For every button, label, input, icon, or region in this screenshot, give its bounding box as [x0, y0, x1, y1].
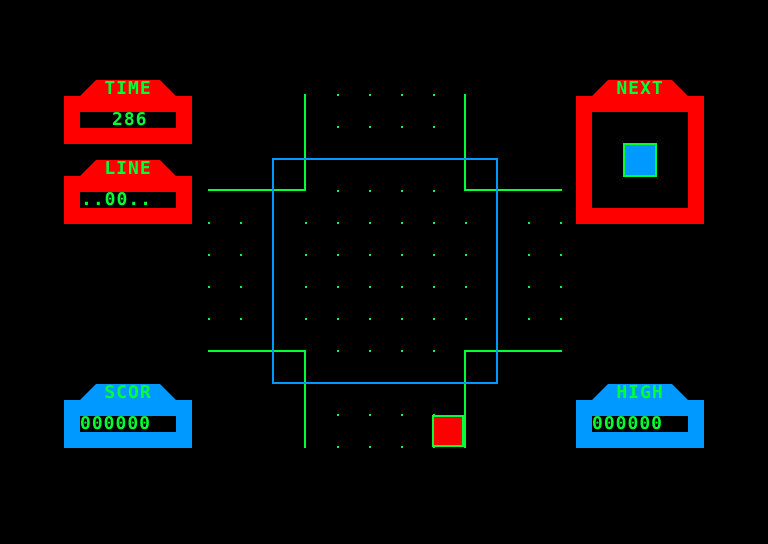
time-label: TIME — [104, 78, 152, 99]
grid-dot — [433, 254, 435, 256]
grid-dot — [433, 190, 435, 192]
grid-dot — [337, 94, 339, 96]
next-piece-block — [623, 143, 657, 177]
grid-dot — [401, 190, 403, 192]
high-panel: HIGH 000000 — [576, 384, 704, 448]
grid-dot — [433, 286, 435, 288]
line-value: ..00.. — [81, 189, 153, 210]
grid-dot — [369, 254, 371, 256]
grid-dot — [369, 446, 371, 448]
grid-dot — [401, 94, 403, 96]
score-label: SCOR — [104, 382, 152, 403]
score-panel: SCOR 000000 — [64, 384, 192, 448]
grid-dot — [369, 126, 371, 128]
grid-dot — [433, 222, 435, 224]
grid-dot — [465, 318, 467, 320]
grid-dot — [208, 286, 210, 288]
center-zone — [272, 158, 498, 384]
grid-dot — [433, 318, 435, 320]
grid-dot — [337, 254, 339, 256]
grid-dot — [337, 222, 339, 224]
grid-dot — [528, 222, 530, 224]
grid-dot — [401, 414, 403, 416]
grid-dot — [337, 446, 339, 448]
grid-dot — [337, 414, 339, 416]
grid-dot — [369, 414, 371, 416]
line-panel-frame — [64, 160, 192, 224]
grid-dot — [305, 318, 307, 320]
grid-dot — [433, 94, 435, 96]
grid-dot — [465, 222, 467, 224]
active-piece-block — [432, 415, 464, 447]
grid-dot — [369, 318, 371, 320]
grid-dot — [369, 94, 371, 96]
high-panel-frame — [576, 384, 704, 448]
grid-dot — [240, 286, 242, 288]
grid-dot — [305, 254, 307, 256]
arena-outline — [208, 94, 562, 448]
grid-dot — [337, 286, 339, 288]
high-label: HIGH — [616, 382, 664, 403]
grid-dot — [337, 318, 339, 320]
time-panel-frame — [64, 80, 192, 144]
grid-dot — [305, 222, 307, 224]
grid-dot — [401, 446, 403, 448]
grid-dot — [337, 350, 339, 352]
grid-dot — [208, 318, 210, 320]
grid-dot — [401, 254, 403, 256]
next-panel-frame — [576, 80, 704, 224]
grid-dot — [401, 350, 403, 352]
grid-dot — [560, 222, 562, 224]
high-value: 000000 — [592, 413, 664, 434]
grid-dot — [305, 286, 307, 288]
score-value: 000000 — [80, 413, 152, 434]
grid-dot — [208, 222, 210, 224]
grid-dot — [240, 318, 242, 320]
next-panel: NEXT — [576, 80, 704, 224]
grid-dot — [465, 286, 467, 288]
grid-dot — [465, 254, 467, 256]
grid-dot — [240, 222, 242, 224]
grid-dot — [528, 254, 530, 256]
line-panel: LINE ..00.. — [64, 160, 192, 224]
grid-dot — [433, 350, 435, 352]
next-label: NEXT — [616, 78, 664, 99]
grid-dot — [337, 190, 339, 192]
grid-dot — [528, 286, 530, 288]
grid-dot — [369, 222, 371, 224]
grid-dot — [369, 190, 371, 192]
grid-dot — [560, 286, 562, 288]
grid-dot — [560, 318, 562, 320]
time-value: 286 — [112, 109, 148, 130]
time-panel: TIME 286 — [64, 80, 192, 144]
grid-dot — [560, 254, 562, 256]
grid-dot — [528, 318, 530, 320]
grid-dot — [401, 126, 403, 128]
grid-dot — [337, 126, 339, 128]
line-label: LINE — [104, 158, 152, 179]
grid-dot — [208, 254, 210, 256]
grid-dot — [240, 254, 242, 256]
score-panel-frame — [64, 384, 192, 448]
grid-dots — [208, 94, 562, 448]
grid-dot — [369, 350, 371, 352]
grid-dot — [401, 286, 403, 288]
grid-dot — [433, 126, 435, 128]
grid-dot — [401, 222, 403, 224]
grid-dot — [401, 318, 403, 320]
grid-dot — [369, 286, 371, 288]
